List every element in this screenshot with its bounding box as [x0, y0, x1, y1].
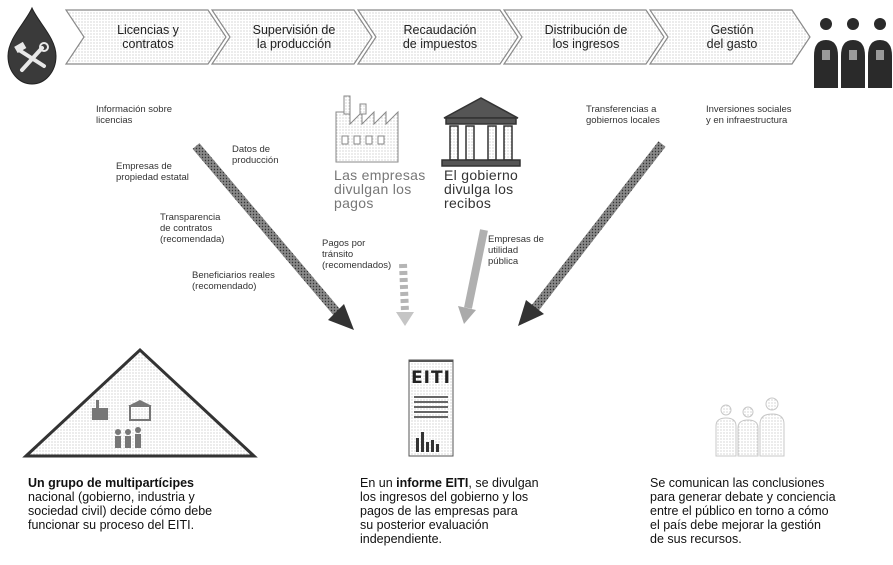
note-empresas-utilidad: Empresas de utilidad pública: [488, 234, 544, 267]
note-line: licencias: [96, 115, 133, 126]
big-label-line: pagos: [334, 195, 374, 211]
arrow-utility: [458, 229, 488, 324]
caption-line: independiente.: [360, 532, 443, 546]
note-line: (recomendado): [192, 281, 257, 292]
caption-pre: En un: [360, 476, 397, 490]
caption-line: En un informe EITI, se divulgan: [360, 476, 610, 490]
note-line: Beneficiarios reales: [192, 270, 275, 281]
note-datos-produccion: Datos de producción: [232, 144, 278, 166]
factory-icon: [335, 95, 399, 163]
caption-line: su posterior evaluación: [360, 518, 489, 532]
big-label-line: divulgan los: [334, 181, 412, 197]
chevron-label-licencias: Licencias y contratos: [88, 23, 208, 51]
chevron-2: [210, 9, 373, 65]
chevron-label-recaudacion: Recaudación de impuestos: [380, 23, 500, 51]
chevron-label-line: del gasto: [706, 37, 758, 51]
eiti-report-title: EITI: [411, 368, 451, 388]
note-line: Empresas de: [116, 161, 172, 172]
caption-bold: informe EITI: [396, 476, 469, 490]
note-line: Transparencia: [160, 212, 221, 223]
value-chain: [64, 9, 811, 65]
note-line: (recomendados): [322, 260, 392, 271]
note-line: Datos de: [232, 144, 271, 155]
chevron-label-line: Licencias y: [117, 23, 179, 37]
chevron-label-line: la producción: [256, 37, 332, 51]
public-group-icon: [715, 397, 785, 457]
chevron-label-line: Recaudación: [403, 23, 477, 37]
caption-line: Se comunican las conclusiones: [650, 476, 825, 490]
arrow-right-dark: [518, 141, 666, 326]
caption-line: Un grupo de multipartícipes: [28, 476, 288, 490]
chevron-5: [648, 9, 811, 65]
note-line: gobiernos locales: [586, 115, 660, 126]
note-empresas-estatal: Empresas de propiedad estatal: [116, 161, 189, 183]
note-line: propiedad estatal: [116, 172, 189, 183]
label-gobierno-divulga: El gobierno divulga los recibos: [444, 168, 518, 210]
note-line: Inversiones sociales: [706, 104, 792, 115]
citizens-icon: [814, 18, 892, 88]
multi-stakeholder-triangle: [22, 347, 258, 458]
label-empresas-divulgan: Las empresas divulgan los pagos: [334, 168, 426, 210]
arrow-left-dark: [192, 143, 354, 330]
chevron-label-line: de impuestos: [402, 37, 478, 51]
note-line: Empresas de: [488, 234, 544, 245]
caption-line: sociedad civil) decide cómo debe: [28, 504, 213, 518]
chevron-label-line: Gestión: [710, 23, 754, 37]
big-label-line: recibos: [444, 195, 492, 211]
oil-drop-icon: [7, 6, 57, 85]
government-building-icon: [441, 97, 521, 167]
big-label-line: divulga los: [444, 181, 514, 197]
note-line: y en infraestructura: [706, 115, 788, 126]
caption-line: entre el público en torno a cómo: [650, 504, 829, 518]
note-line: de contratos: [160, 223, 213, 234]
note-beneficiarios: Beneficiarios reales (recomendado): [192, 270, 275, 292]
chevron-label-line: Supervisión de: [252, 23, 336, 37]
caption-line: para generar debate y conciencia: [650, 490, 836, 504]
big-label-line: Las empresas: [334, 167, 426, 183]
note-line: Pagos por: [322, 238, 366, 249]
note-line: tránsito: [322, 249, 354, 260]
note-inversiones: Inversiones sociales y en infraestructur…: [706, 104, 792, 126]
caption-line: los ingresos del gobierno y los: [360, 490, 529, 504]
caption-line: pagos de las empresas para: [360, 504, 518, 518]
caption-line: nacional (gobierno, industria y: [28, 490, 195, 504]
caption-post: , se divulgan: [468, 476, 539, 490]
note-pagos-transito: Pagos por tránsito (recomendados): [322, 238, 391, 271]
chevron-label-supervision: Supervisión de la producción: [234, 23, 354, 51]
note-transferencias: Transferencias a gobiernos locales: [586, 104, 660, 126]
caption-line: de sus recursos.: [650, 532, 742, 546]
chevron-label-gestion: Gestión del gasto: [672, 23, 792, 51]
note-line: Transferencias a: [586, 104, 657, 115]
caption-line: el país debe mejorar la gestión: [650, 518, 821, 532]
note-line: producción: [232, 155, 279, 166]
note-line: (recomendada): [160, 234, 225, 245]
note-line: Información sobre: [96, 104, 173, 115]
chevron-3: [356, 9, 519, 65]
note-line: utilidad: [488, 245, 519, 256]
chevron-label-line: Distribución de: [544, 23, 628, 37]
chevron-1: [64, 9, 227, 65]
caption-public-debate: Se comunican las conclusiones para gener…: [650, 476, 890, 546]
note-line: pública: [488, 256, 519, 267]
chevron-label-distribucion: Distribución de los ingresos: [526, 23, 646, 51]
chevron-label-line: los ingresos: [552, 37, 620, 51]
chevron-4: [502, 9, 665, 65]
arrow-transit-dashed: [396, 263, 414, 326]
eiti-report-icon: [408, 359, 454, 457]
big-label-line: El gobierno: [444, 167, 519, 183]
caption-bold: Un grupo de multipartícipes: [28, 476, 194, 490]
chevron-label-line: contratos: [122, 37, 174, 51]
caption-eiti-report: En un informe EITI, se divulgan los ingr…: [360, 476, 610, 546]
caption-line: funcionar su proceso del EITI.: [28, 518, 195, 532]
caption-multi-stakeholder: Un grupo de multipartícipes nacional (go…: [28, 476, 288, 532]
note-transparencia: Transparencia de contratos (recomendada): [160, 212, 224, 245]
note-info-licencias: Información sobre licencias: [96, 104, 172, 126]
